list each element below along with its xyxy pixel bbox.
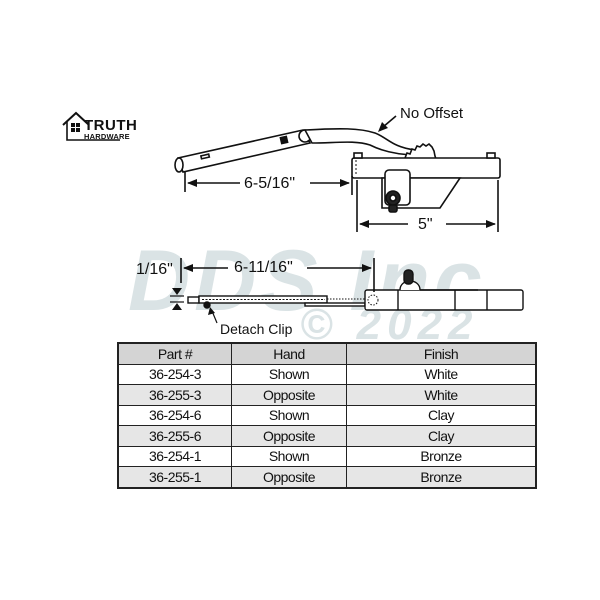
detach-clip-callout: Detach Clip	[220, 321, 293, 337]
part-number-cell: 36-255-3	[117, 384, 232, 406]
hand-cell: Shown	[231, 363, 347, 385]
hand-cell: Shown	[231, 404, 347, 426]
side-arm-length-dimension: 6-11/16"	[234, 259, 293, 276]
finish-cell: White	[346, 384, 537, 406]
part-number-cell: 36-254-3	[117, 363, 232, 385]
arm-length-dimension: 6-5/16"	[244, 175, 296, 192]
finish-cell: Bronze	[346, 445, 537, 467]
finish-cell: White	[346, 363, 537, 385]
thickness-dimension: 1/16"	[136, 261, 173, 278]
brand-name: TRUTH	[84, 117, 138, 134]
header-hand: Hand	[231, 342, 347, 365]
table-row: 36-254-6 Shown Clay	[117, 404, 537, 426]
table-row: 36-255-6 Opposite Clay	[117, 425, 537, 447]
parts-table: Part # Hand Finish 36-254-3 Shown White …	[117, 342, 537, 489]
no-offset-callout: No Offset	[400, 105, 464, 122]
hand-cell: Shown	[231, 445, 347, 467]
finish-cell: Clay	[346, 425, 537, 447]
finish-cell: Clay	[346, 404, 537, 426]
header-part-number: Part #	[117, 342, 232, 365]
table-row: 36-254-3 Shown White	[117, 363, 537, 385]
hand-cell: Opposite	[231, 425, 347, 447]
header-finish: Finish	[346, 342, 537, 365]
part-number-cell: 36-254-1	[117, 445, 232, 467]
part-number-cell: 36-255-6	[117, 425, 232, 447]
table-row: 36-254-1 Shown Bronze	[117, 445, 537, 467]
hand-cell: Opposite	[231, 466, 347, 488]
table-header-row: Part # Hand Finish	[117, 342, 537, 365]
table-row: 36-255-3 Opposite White	[117, 384, 537, 406]
finish-cell: Bronze	[346, 466, 537, 488]
table-row: 36-255-1 Opposite Bronze	[117, 466, 537, 488]
brand-subname: HARDWARE	[84, 132, 130, 141]
base-length-dimension: 5"	[418, 216, 433, 233]
hand-cell: Opposite	[231, 384, 347, 406]
part-number-cell: 36-254-6	[117, 404, 232, 426]
part-number-cell: 36-255-1	[117, 466, 232, 488]
